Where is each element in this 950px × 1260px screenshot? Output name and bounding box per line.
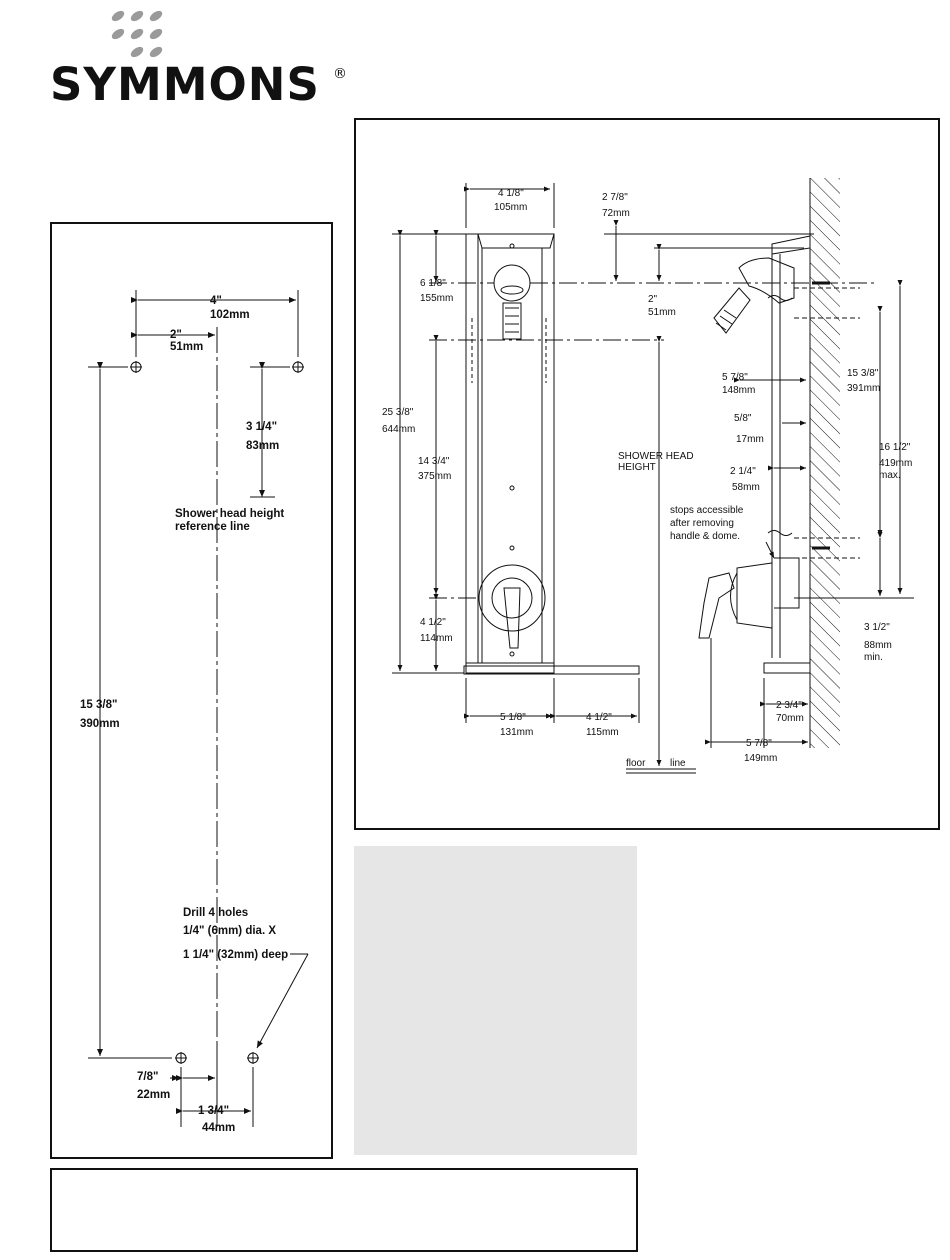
stops-note-2: after removing: [670, 518, 734, 529]
side-max-mm: 419mm: [879, 458, 912, 469]
dim-top-offset-mm: 83mm: [246, 440, 279, 452]
front-overall: 25 3/8": [382, 407, 414, 418]
side-arm: 5 7/8": [722, 372, 748, 383]
side-total-depth: 5 7/8": [746, 738, 772, 749]
brand-name: SYMMONS: [50, 58, 320, 111]
drill-title: Drill 4 holes: [183, 907, 248, 919]
installation-drawing-panel: [354, 118, 940, 830]
hole-top-left: [130, 361, 142, 373]
front-top-gap-mm: 72mm: [602, 208, 630, 219]
side-max: 16 1/2": [879, 442, 911, 453]
dim-half-mm: 51mm: [170, 341, 203, 353]
reference-line-label: Shower head height: [175, 508, 284, 520]
notes-box: [50, 1168, 638, 1252]
shower-head-label-2: HEIGHT: [618, 462, 656, 473]
side-max-label: max.: [879, 470, 901, 481]
shower-head-label: SHOWER HEAD: [618, 451, 694, 462]
side-supply: 15 3/8": [847, 368, 879, 379]
reference-line-label-2: reference line: [175, 521, 250, 533]
front-bottom: 4 1/2": [420, 617, 446, 628]
info-box: [354, 846, 637, 1155]
front-base-right-mm: 115mm: [586, 727, 619, 738]
stops-note-1: stops accessible: [670, 505, 744, 516]
side-total-depth-mm: 149mm: [744, 753, 777, 764]
front-head-offset: 2": [648, 294, 658, 305]
dim-bottom-left: 7/8": [137, 1071, 158, 1083]
dim-half: 2": [170, 329, 182, 341]
side-base-depth: 2 3/4": [776, 700, 802, 711]
front-bottom-mm: 114mm: [420, 633, 453, 644]
front-middle: 14 3/4": [418, 456, 450, 467]
front-base-left-mm: 131mm: [500, 727, 533, 738]
front-head-offset-mm: 51mm: [648, 307, 676, 318]
front-top-gap: 2 7/8": [602, 192, 628, 203]
side-supply-mm: 391mm: [847, 383, 880, 394]
side-min-label: min.: [864, 652, 883, 663]
dot-grid-icon: [111, 10, 163, 58]
hole-spec-1: 1/4" (6mm) dia. X: [183, 925, 276, 937]
template-panel: [50, 222, 333, 1159]
side-view: [698, 178, 914, 748]
hole-bottom-left: [175, 1052, 187, 1064]
hole-bottom-right: [247, 1052, 259, 1064]
front-middle-mm: 375mm: [418, 471, 451, 482]
floor-label-2: line: [670, 758, 686, 769]
front-overall-mm: 644mm: [382, 424, 415, 435]
registered-mark: ®: [333, 66, 347, 82]
front-top-width: 4 1/8": [498, 188, 524, 199]
hole-spec-2: 1 1/4" (32mm) deep: [183, 949, 288, 961]
side-min: 3 1/2": [864, 622, 890, 633]
front-view: [392, 183, 874, 774]
front-head-drop-mm: 155mm: [420, 293, 453, 304]
front-base-right: 4 1/2": [586, 712, 612, 723]
side-depth: 2 1/4": [730, 466, 756, 477]
dim-top-offset: 3 1/4": [246, 421, 277, 433]
dim-bottom-span-mm: 44mm: [202, 1122, 235, 1134]
front-side-view-drawing: 4 1/8" 105mm 2 7/8" 72mm 6 1/8" 155mm 2"…: [382, 178, 914, 774]
stops-note-3: handle & dome.: [670, 531, 740, 542]
hole-top-right: [292, 361, 304, 373]
dim-height: 15 3/8": [80, 699, 117, 711]
front-top-width-mm: 105mm: [494, 202, 527, 213]
side-wall-gap: 5/8": [734, 413, 752, 424]
dim-height-mm: 390mm: [80, 718, 120, 730]
front-head-drop: 6 1/8": [420, 278, 446, 289]
floor-label: floor: [626, 758, 646, 769]
dim-width: 4": [210, 295, 222, 307]
side-base-depth-mm: 70mm: [776, 713, 804, 724]
front-base-left: 5 1/8": [500, 712, 526, 723]
dim-bottom-left-mm: 22mm: [137, 1089, 170, 1101]
side-arm-mm: 148mm: [722, 385, 755, 396]
side-min-mm: 88mm: [864, 640, 892, 651]
drill-template-drawing: 4" 102mm 2" 51mm 3 1/4" 83mm Shower head…: [80, 290, 309, 1134]
dim-width-mm: 102mm: [210, 309, 250, 321]
side-depth-mm: 58mm: [732, 482, 760, 493]
side-wall-gap-mm: 17mm: [736, 434, 764, 445]
dim-bottom-span: 1 3/4": [198, 1105, 229, 1117]
